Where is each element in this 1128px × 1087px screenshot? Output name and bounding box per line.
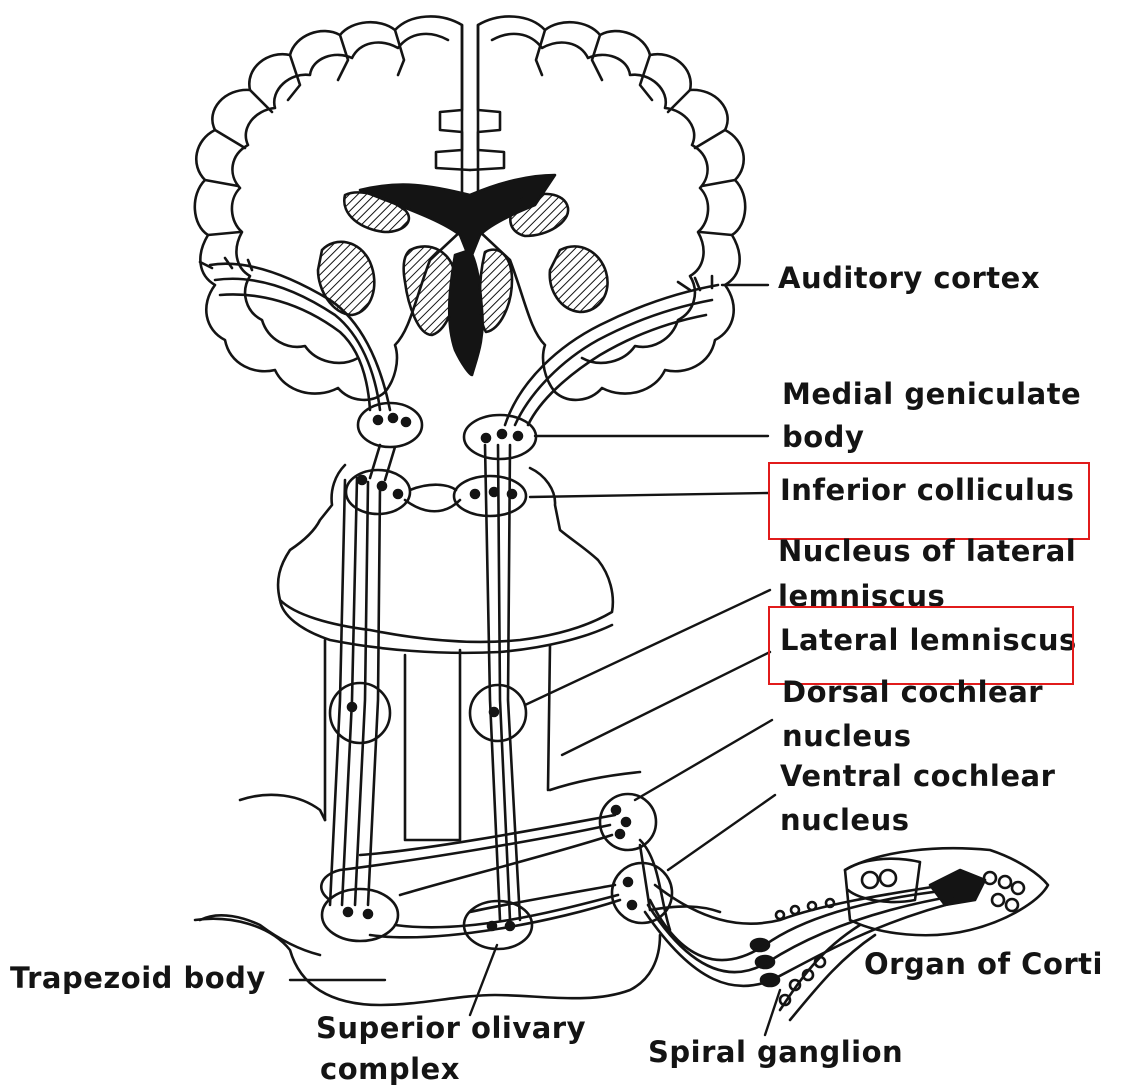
label-trapezoid-body: Trapezoid body bbox=[10, 962, 266, 994]
putamen-left bbox=[318, 242, 374, 315]
thalamus-right bbox=[480, 250, 512, 332]
label-dorsal-cochlear-line2: nucleus bbox=[782, 720, 912, 752]
label-medial-geniculate-line1: Medial geniculate bbox=[782, 378, 1081, 410]
label-dorsal-cochlear-line1: Dorsal cochlear bbox=[782, 676, 1043, 708]
label-superior-olivary-line1: Superior olivary bbox=[316, 1012, 586, 1044]
label-ventral-cochlear-line1: Ventral cochlear bbox=[780, 760, 1055, 792]
ventral-cochlear-nucleus bbox=[612, 863, 672, 923]
cochlea bbox=[640, 840, 1048, 1020]
caudate-right bbox=[510, 194, 568, 236]
superior-olive-left bbox=[322, 889, 398, 941]
label-organ-of-corti: Organ of Corti bbox=[864, 948, 1103, 980]
label-superior-olivary-line2: complex bbox=[320, 1053, 460, 1085]
label-auditory-cortex: Auditory cortex bbox=[778, 262, 1040, 294]
label-medial-geniculate-line2: body bbox=[782, 421, 864, 453]
putamen-right bbox=[550, 246, 608, 312]
brain-section bbox=[195, 16, 745, 425]
brainstem bbox=[195, 403, 720, 1005]
label-ventral-cochlear-line2: nucleus bbox=[780, 804, 910, 836]
highlight-box-lateral-lemniscus bbox=[768, 606, 1074, 685]
label-nucleus-lateral-lemniscus-line1: Nucleus of lateral bbox=[778, 535, 1076, 567]
thalamus-left bbox=[404, 246, 456, 335]
highlight-box-inferior-colliculus bbox=[768, 462, 1090, 540]
label-spiral-ganglion: Spiral ganglion bbox=[648, 1036, 903, 1068]
